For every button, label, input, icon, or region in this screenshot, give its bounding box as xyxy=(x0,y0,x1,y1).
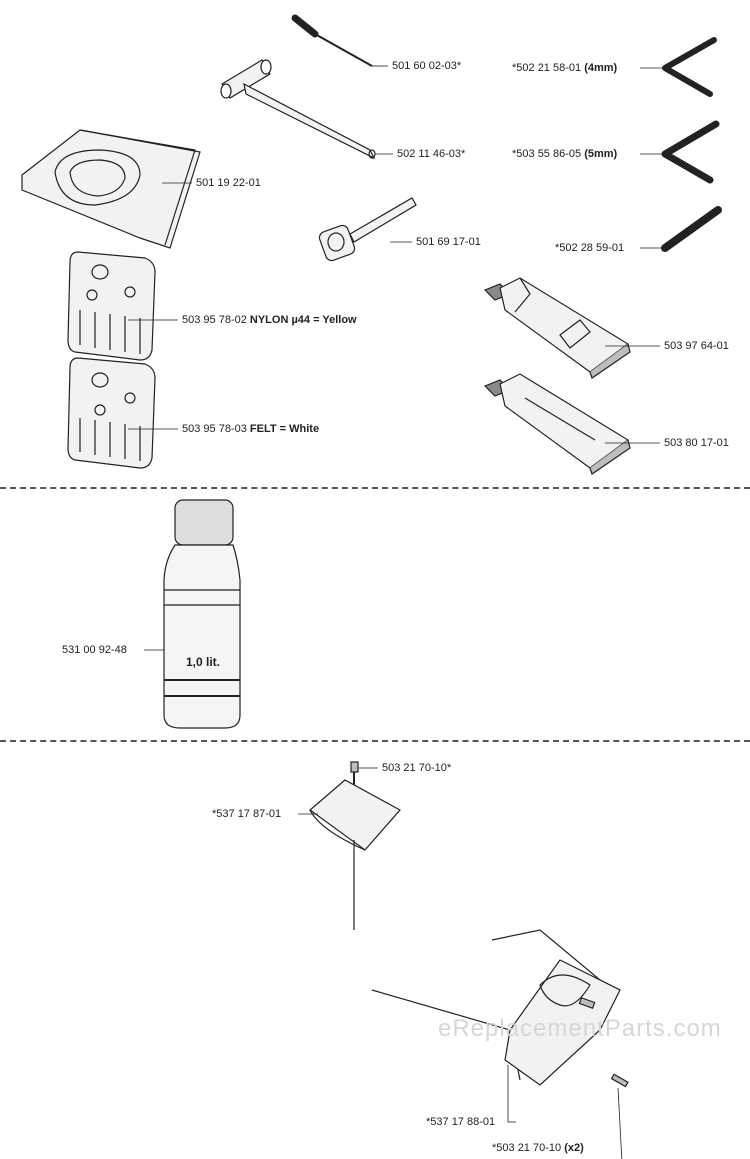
cutting-guard-clip-drawing xyxy=(309,761,401,930)
part-label-allen-5mm: *503 55 86-05 (5mm) xyxy=(512,148,618,160)
grease-tube-b-drawing xyxy=(483,373,631,475)
air-filter-felt-drawing xyxy=(67,357,156,469)
allen-key-4mm-drawing xyxy=(662,37,717,97)
part-label-scrench: 501 69 17-01 xyxy=(416,236,481,248)
pin-drawing xyxy=(661,206,722,252)
air-filter-nylon-drawing xyxy=(67,251,156,361)
part-label-air-filter-nylon: 503 95 78-02 NYLON µ44 = Yellow xyxy=(182,314,357,326)
transport-guard-drawing xyxy=(21,129,201,249)
leader-lines xyxy=(128,65,665,1159)
part-label-clip: *537 17 87-01 xyxy=(212,808,282,820)
part-label-screwdriver: 501 60 02-03* xyxy=(392,60,462,72)
bottle-volume-label: 1,0 lit. xyxy=(186,655,221,669)
screwdriver-small-drawing xyxy=(291,14,373,67)
part-label-grease-tube-b: 503 80 17-01 xyxy=(664,437,729,449)
section-divider-1 xyxy=(0,487,750,489)
grease-tube-a-drawing xyxy=(483,277,631,379)
watermark: eReplacementParts.com xyxy=(438,1015,722,1042)
scrench-drawing xyxy=(318,197,417,262)
part-label-transport-guard: 501 19 22-01 xyxy=(196,177,261,189)
part-label-clip-screw: 503 21 70-10* xyxy=(382,762,452,774)
cutting-guard-drawing xyxy=(371,929,629,1088)
part-label-allen-4mm: *502 21 58-01 (4mm) xyxy=(512,62,618,74)
t-wrench-drawing xyxy=(220,59,376,160)
part-label-pin: *502 28 59-01 xyxy=(555,242,625,254)
part-label-grease-tube-a: 503 97 64-01 xyxy=(664,340,729,352)
section-divider-2 xyxy=(0,740,750,742)
oil-bottle-drawing xyxy=(163,499,241,729)
part-label-t-wrench: 502 11 46-03* xyxy=(397,148,466,160)
part-label-cutting-guard: *537 17 88-01 xyxy=(426,1116,496,1128)
part-label-oil-bottle: 531 00 92-48 xyxy=(62,644,127,656)
part-label-air-filter-felt: 503 95 78-03 FELT = White xyxy=(182,423,320,435)
allen-key-5mm-drawing xyxy=(661,120,720,184)
part-label-guard-screws: *503 21 70-10 (x2) xyxy=(492,1142,584,1154)
